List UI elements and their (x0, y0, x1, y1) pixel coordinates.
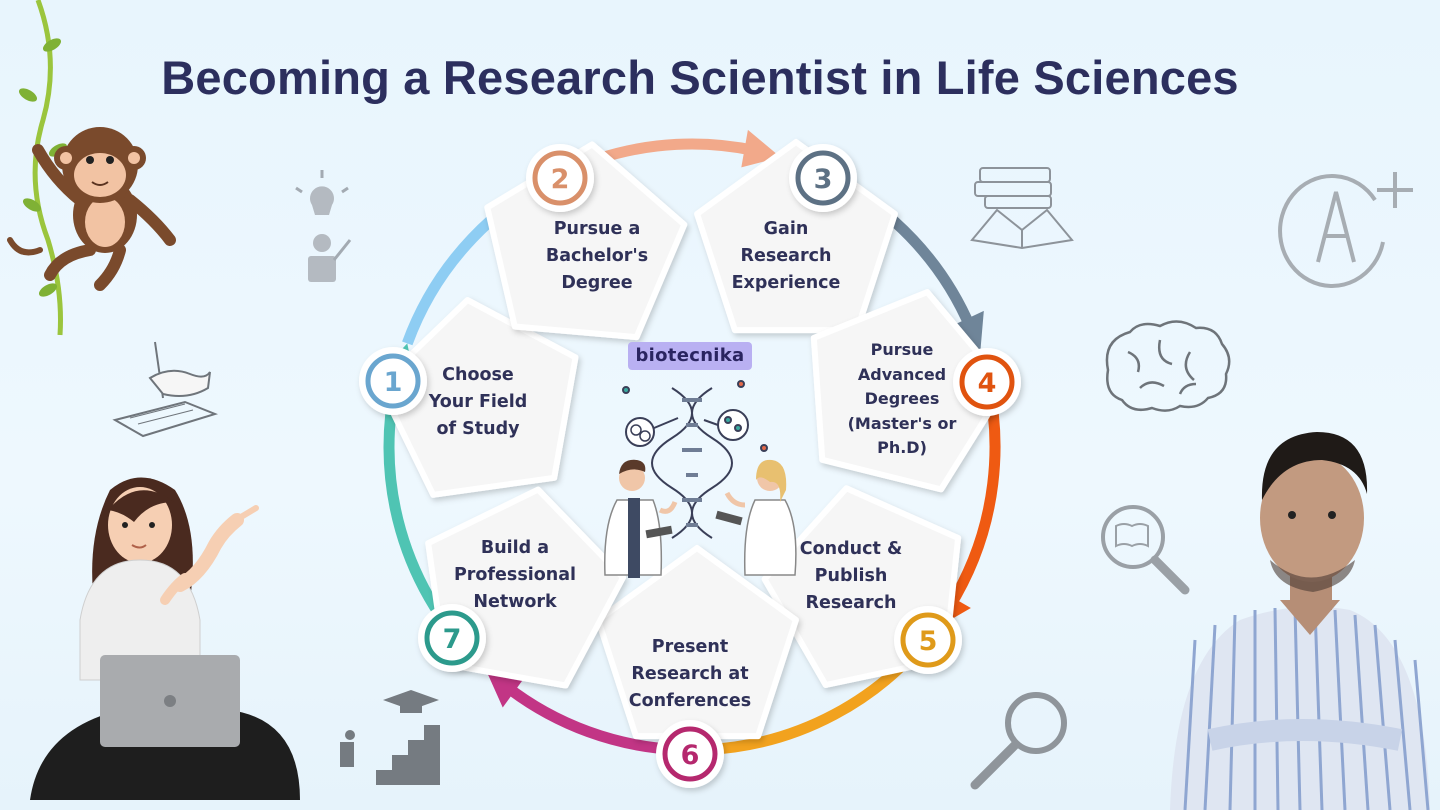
writing-hand-icon (112, 341, 219, 438)
step-badge-1: 1 (359, 347, 427, 415)
magnifying-glass-icon (970, 692, 1067, 790)
step-number: 5 (919, 626, 938, 657)
brain-icon (1105, 320, 1231, 412)
step-label-2: Pursue a Bachelor's Degree (545, 219, 649, 293)
woman-with-laptop (30, 477, 300, 800)
scientist-woman (715, 459, 797, 576)
step-badge-3: 3 (789, 144, 857, 212)
scientist-man (604, 459, 678, 578)
graduation-stairs-icon (340, 690, 440, 785)
lightbulb-idea-icon (295, 170, 352, 282)
step-badge-4: 4 (953, 348, 1021, 416)
step-number: 6 (681, 740, 700, 771)
magnifier-book-icon (1101, 505, 1190, 595)
step-badge-6: 6 (656, 720, 724, 788)
step-number: 4 (978, 368, 997, 399)
step-label-4: Pursue Advanced Degrees (Master's or Ph.… (847, 340, 957, 457)
step-badge-7: 7 (418, 604, 486, 672)
grade-a-plus-icon (1278, 172, 1413, 288)
books-icon (970, 167, 1074, 250)
step-label-6: Present Research at Conferences (628, 637, 752, 711)
biotecnika-logo: biotecnika (628, 342, 752, 370)
step-label-7: Build a Professional Network (453, 538, 577, 612)
step-label-3: Gain Research Experience (731, 219, 841, 293)
step-number: 2 (551, 164, 570, 195)
step-badge-5: 5 (894, 606, 962, 674)
page-title: Becoming a Research Scientist in Life Sc… (161, 51, 1239, 104)
dna-icon (622, 380, 768, 539)
step-label-1: Choose Your Field of Study (428, 365, 528, 439)
step-label-5: Conduct & Publish Research (799, 539, 903, 613)
step-number: 7 (443, 624, 462, 655)
step-badge-2: 2 (526, 144, 594, 212)
man-arms-crossed (1170, 432, 1430, 810)
monkey-on-vine (7, 0, 176, 336)
cycle-arc (596, 138, 757, 165)
cycle-arrowhead (949, 310, 984, 354)
step-number: 3 (814, 164, 833, 195)
step-number: 1 (384, 367, 403, 398)
